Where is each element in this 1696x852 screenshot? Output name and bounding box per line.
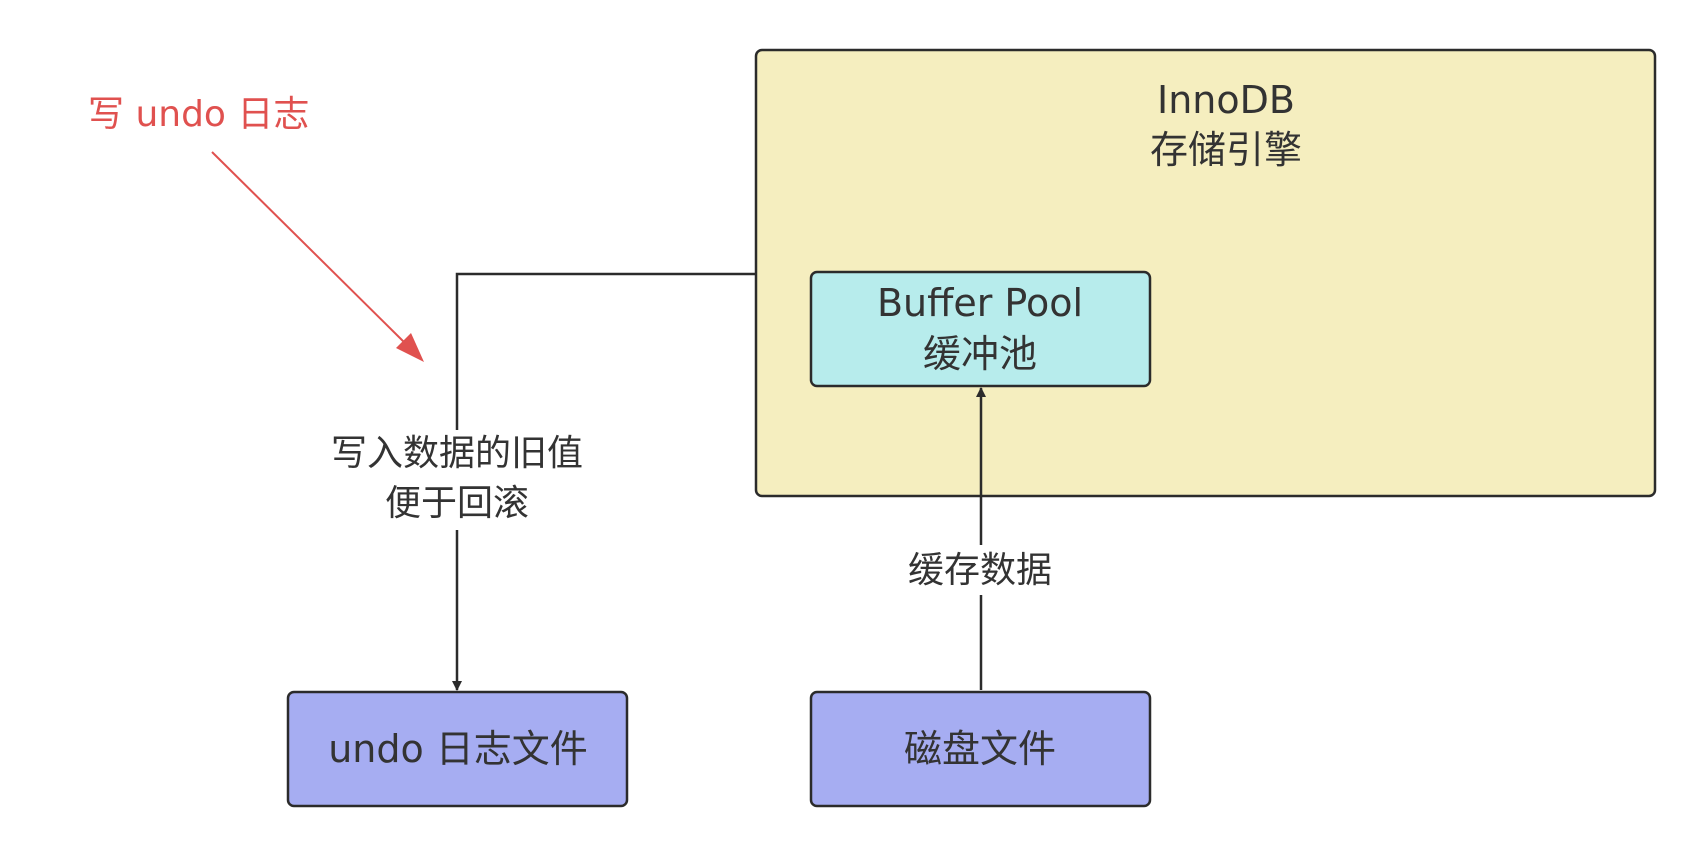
- disk-file-node: 磁盘文件: [809, 690, 1152, 808]
- innodb-title: InnoDB: [1157, 78, 1295, 122]
- buffer-pool-subtitle: 缓冲池: [923, 332, 1037, 376]
- edge-cache-data-label: 缓存数据: [908, 550, 1052, 591]
- undo-log-file-label: undo 日志文件: [328, 727, 588, 771]
- edge-write-old-value-line2: 便于回滚: [385, 483, 529, 524]
- disk-file-label: 磁盘文件: [904, 727, 1056, 771]
- undo-log-file-node: undo 日志文件: [286, 690, 629, 808]
- annotation-arrow: [211, 151, 424, 362]
- buffer-pool-node: Buffer Pool 缓冲池: [809, 270, 1152, 388]
- edge-write-old-value: [452, 272, 756, 691]
- innodb-subtitle: 存储引擎: [1150, 128, 1302, 172]
- annotation-label: 写 undo 日志: [88, 94, 309, 135]
- edge-write-old-value-line1: 写入数据的旧值: [331, 433, 583, 474]
- buffer-pool-title: Buffer Pool: [877, 281, 1083, 325]
